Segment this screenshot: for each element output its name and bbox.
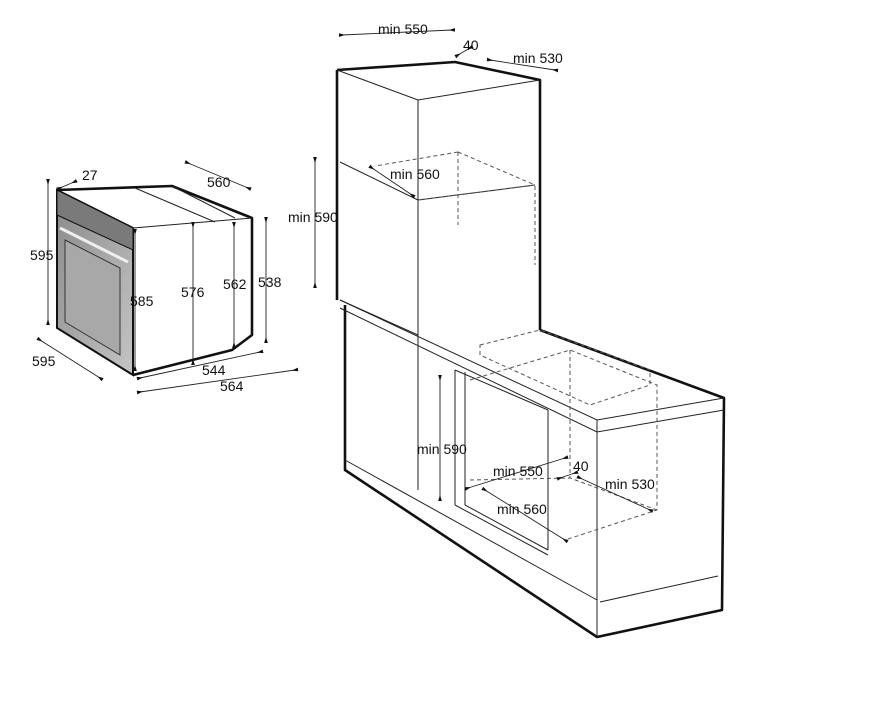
oven-drawing: 595 595 27 560 585 576 562 538 544 564 — [30, 160, 299, 395]
outline-line — [339, 299, 725, 637]
dim-595-height: 595 — [30, 247, 54, 263]
outline-line — [335, 60, 542, 330]
base-dim-min-530: min 530 — [605, 476, 655, 492]
base-dim-40: 40 — [573, 458, 589, 474]
oven-top-lines — [132, 185, 253, 229]
oven-control-panel — [56, 189, 134, 251]
dimension-arrow — [338, 27, 456, 38]
dimension-arrow — [368, 164, 416, 199]
outline-line — [336, 69, 541, 336]
base-dim-min-560: min 560 — [497, 501, 547, 517]
dimension-arrow — [556, 470, 579, 481]
dimension-arrow — [136, 349, 264, 381]
dimension-arrow — [486, 57, 559, 73]
dim-562: 562 — [223, 276, 247, 292]
dimension-arrow — [576, 474, 654, 514]
outline-line — [479, 329, 651, 406]
base-cabinet: min 590 min 550 40 min 530 min 560 — [339, 299, 726, 639]
dim-585: 585 — [130, 293, 154, 309]
dimension-arrow — [481, 486, 569, 544]
dimension-arrow — [136, 367, 299, 395]
tall-dim-min-560: min 560 — [390, 166, 440, 182]
base-dim-min-550: min 550 — [493, 463, 543, 479]
dimension-arrow — [454, 44, 474, 59]
dimension-arrow — [184, 160, 252, 191]
base-dim-min-590: min 590 — [417, 441, 467, 457]
dim-564: 564 — [220, 378, 244, 394]
oven-handle — [59, 226, 129, 264]
dimension-arrow — [36, 336, 104, 382]
dim-544: 544 — [202, 362, 226, 378]
dim-576: 576 — [181, 284, 205, 300]
outline-line — [343, 305, 726, 639]
dimension-arrow — [464, 455, 569, 491]
dim-538: 538 — [258, 274, 282, 290]
dim-560: 560 — [207, 174, 231, 190]
dim-595-width: 595 — [32, 353, 56, 369]
tall-dim-min-590: min 590 — [288, 209, 338, 225]
tall-dim-min-530: min 530 — [513, 50, 563, 66]
tall-dim-min-550: min 550 — [378, 21, 428, 37]
dimension-arrow — [56, 179, 78, 191]
tall-dim-40: 40 — [463, 37, 479, 53]
oven-door-window — [64, 239, 121, 356]
dim-27: 27 — [82, 167, 98, 183]
tall-cabinet: min 550 40 min 530 min 590 min 560 — [288, 21, 563, 336]
